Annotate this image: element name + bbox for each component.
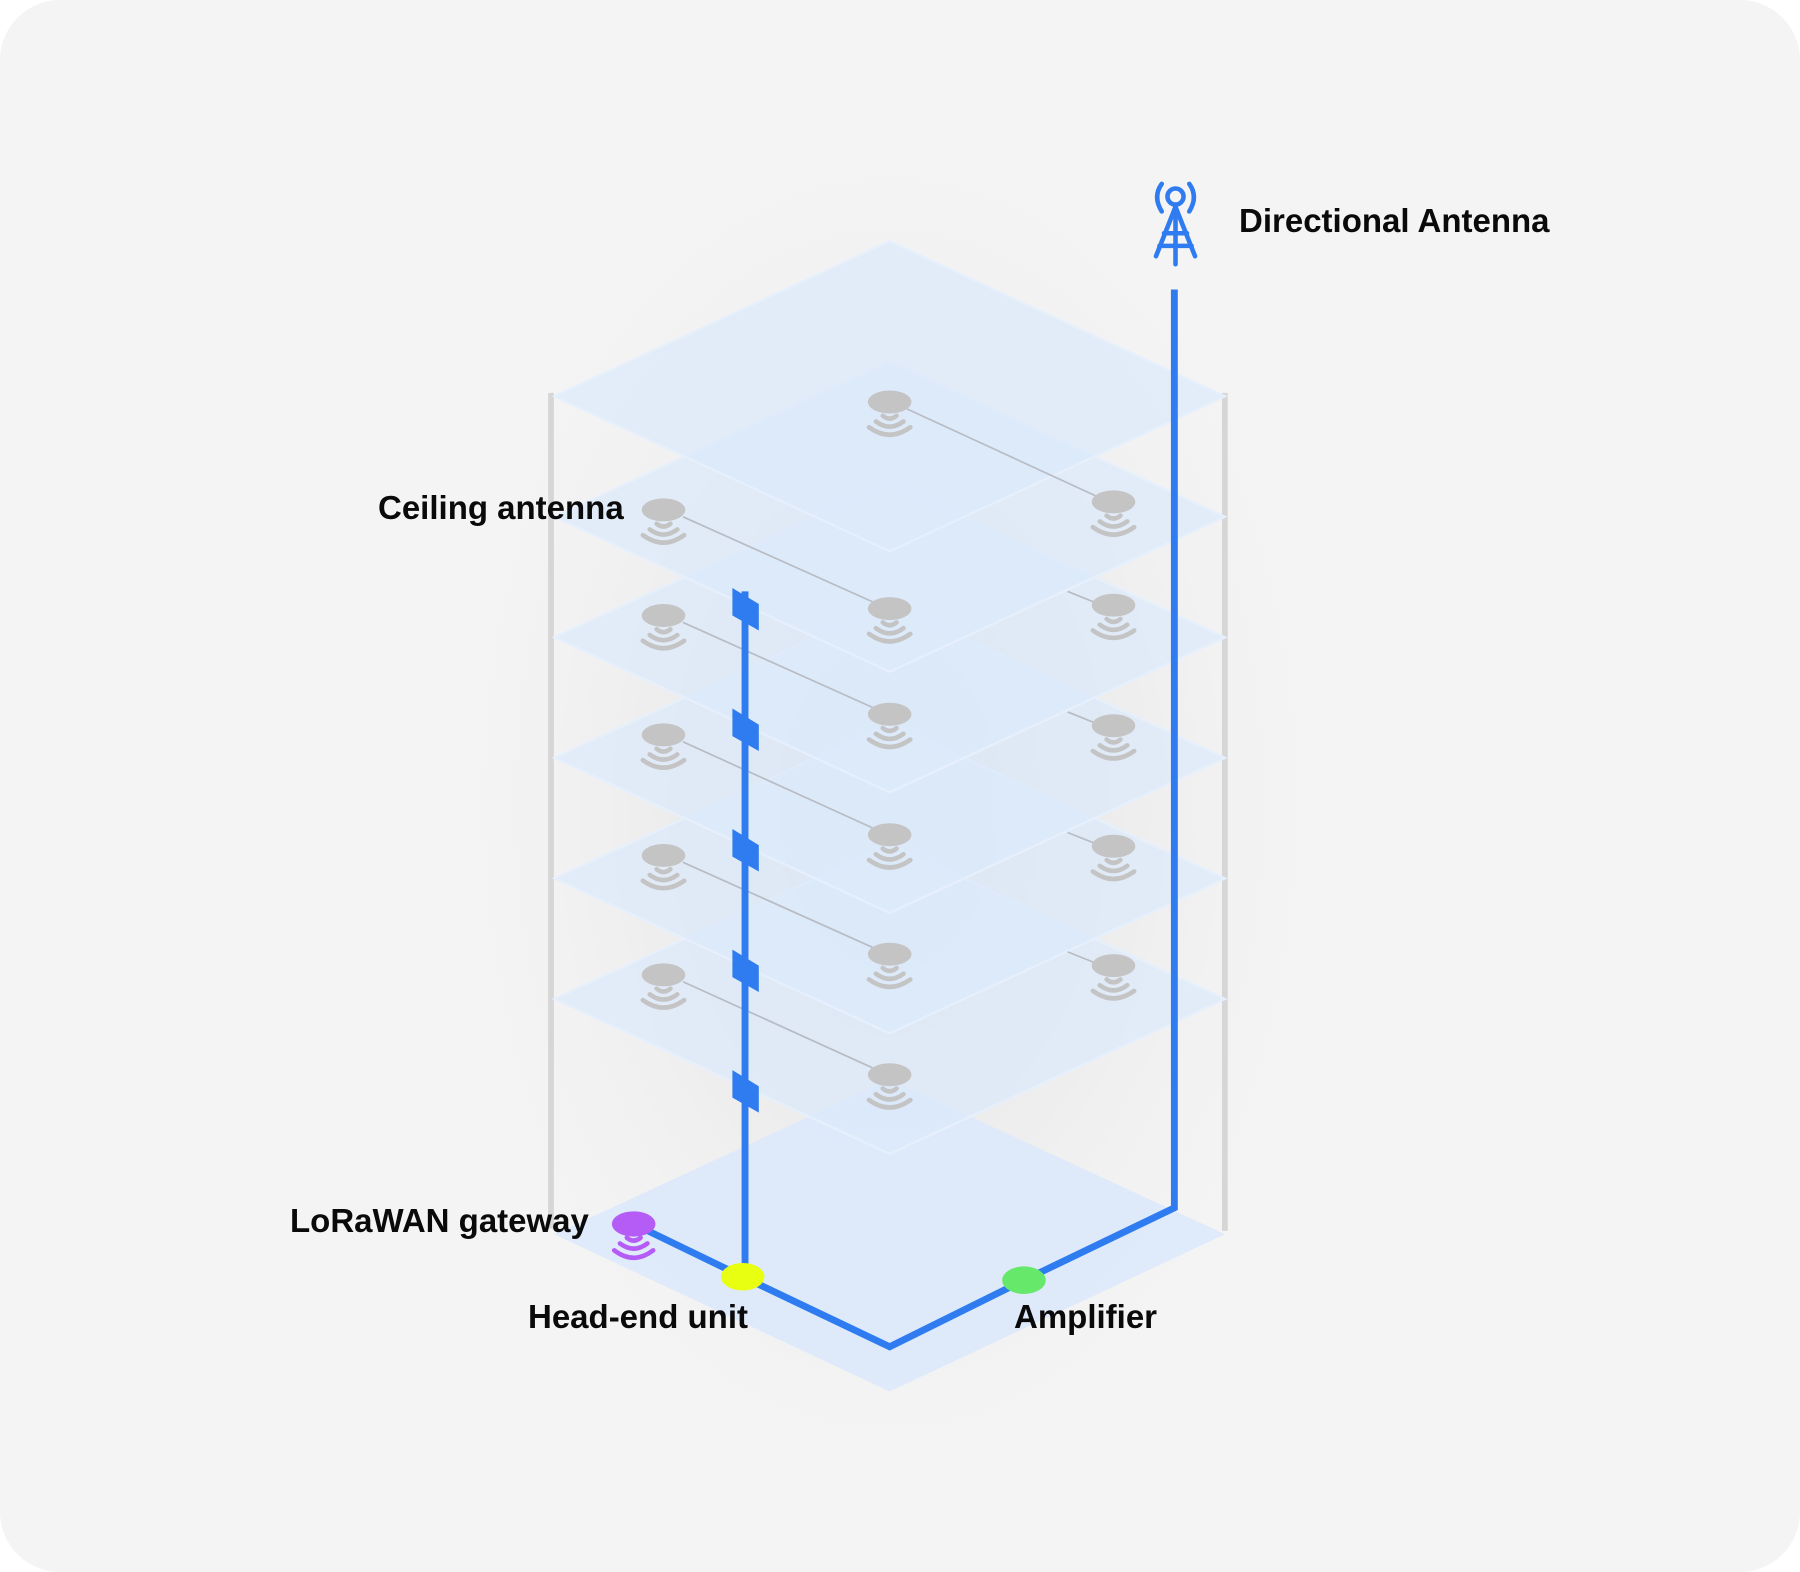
antenna-link	[1067, 590, 1097, 604]
antenna-link	[682, 741, 873, 829]
antenna-link	[906, 408, 1097, 497]
antenna-link	[1067, 831, 1097, 845]
lorawan-gateway-icon	[611, 1211, 656, 1261]
splitter-icon	[732, 949, 759, 993]
splitter-icon	[732, 708, 759, 751]
head-end-unit-node	[720, 1262, 765, 1291]
splitter-icon	[732, 1070, 759, 1113]
antenna-link	[682, 516, 873, 603]
antenna-link	[1067, 951, 1097, 965]
antenna-link	[682, 621, 873, 709]
splitter-icon	[732, 587, 759, 631]
antenna-link	[682, 861, 873, 949]
antenna-link	[682, 980, 873, 1069]
antenna-link	[1067, 711, 1097, 725]
antenna-tower-icon	[1153, 181, 1198, 267]
backbone-cable	[632, 289, 1178, 1351]
head-end-unit-label: Head-end unit	[528, 1298, 748, 1335]
splitter-icon	[732, 829, 759, 872]
directional-antenna-label: Directional Antenna	[1239, 202, 1550, 239]
lorawan-gateway-label: LoRaWAN gateway	[290, 1202, 589, 1239]
ground-floor	[554, 1079, 1225, 1392]
ceiling-antenna-label: Ceiling antenna	[378, 489, 624, 526]
amplifier-label: Amplifier	[1014, 1298, 1158, 1335]
amplifier-node	[1002, 1266, 1046, 1294]
